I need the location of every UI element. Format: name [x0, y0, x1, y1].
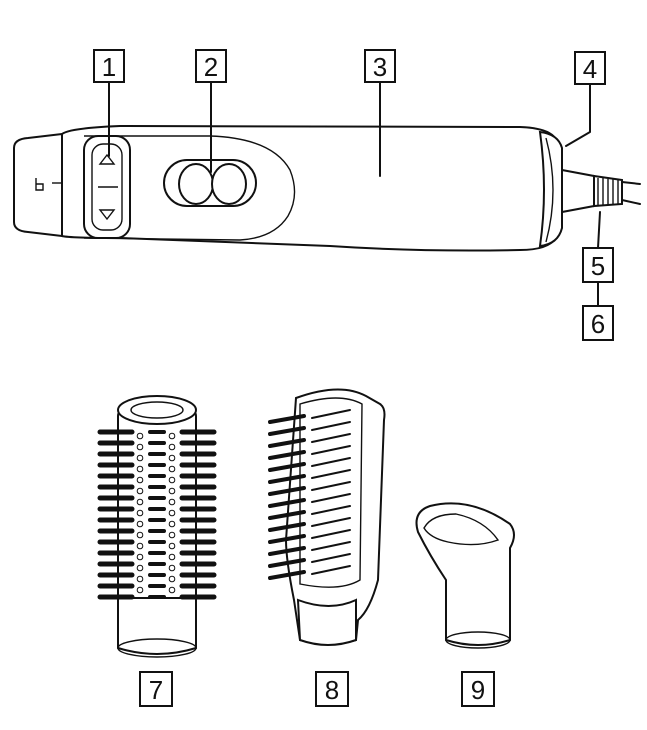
- callout-leaders: [108, 81, 601, 307]
- callout-9-label: 9: [471, 675, 485, 705]
- callout-1: 1: [93, 49, 125, 83]
- callout-4-label: 4: [583, 54, 597, 84]
- callout-5-label: 5: [591, 251, 605, 281]
- callout-5: 5: [582, 247, 614, 283]
- cool-shot-buttons: [163, 159, 257, 207]
- callout-8: 8: [315, 671, 349, 707]
- callout-6-label: 6: [591, 309, 605, 339]
- callout-2: 2: [195, 49, 227, 83]
- callout-1-label: 1: [102, 52, 116, 82]
- nozzle-attachment: [415, 502, 515, 649]
- callout-3-label: 3: [373, 52, 387, 82]
- callout-9: 9: [461, 671, 495, 707]
- paddle-brush-attachment: [268, 388, 386, 646]
- callout-7-label: 7: [149, 675, 163, 705]
- callout-6: 6: [582, 305, 614, 341]
- callout-2-label: 2: [204, 52, 218, 82]
- callout-7: 7: [139, 671, 173, 707]
- speed-switch: [83, 135, 131, 239]
- callout-3: 3: [364, 49, 396, 83]
- round-brush-attachment: [97, 395, 217, 658]
- callout-8-label: 8: [325, 675, 339, 705]
- callout-4: 4: [574, 51, 606, 85]
- styler-handle: [13, 124, 641, 252]
